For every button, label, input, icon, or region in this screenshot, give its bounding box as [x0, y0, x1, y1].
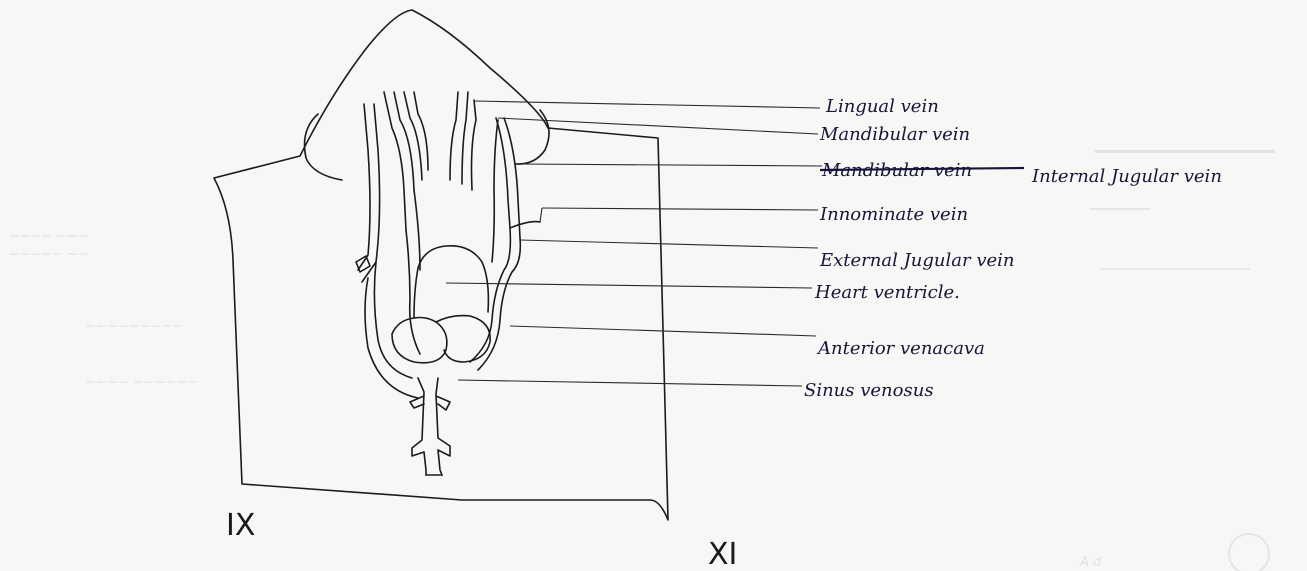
label-internal-jugular-vein: Internal Jugular vein	[1031, 166, 1222, 187]
svg-text:A d: A d	[1079, 555, 1102, 570]
label-mandibular-vein: Mandibular vein	[819, 124, 970, 145]
svg-text:~~~~~ ~~: ~~~~~ ~~	[8, 247, 88, 262]
bleed-through-marks: ~~~~ ~~~ ~~~~~ ~~ ~~~~~~~~~ ~~~~ ~~~~~~ …	[8, 150, 1275, 571]
labels: Lingual vein Mandibular vein Mandibular …	[804, 96, 1222, 401]
figure-number-left: IX	[226, 508, 255, 543]
label-external-jugular-vein: External Jugular vein	[819, 250, 1015, 271]
label-sinus-venosus: Sinus venosus	[804, 380, 934, 401]
label-innominate-vein: Innominate vein	[819, 204, 968, 225]
svg-text:~~~~~~~~~: ~~~~~~~~~	[85, 319, 183, 334]
svg-text:~~~~ ~~~: ~~~~ ~~~	[8, 229, 88, 244]
label-anterior-venacava: Anterior venacava	[816, 338, 985, 359]
figure-number-center: XI	[708, 537, 737, 571]
label-heart-ventricle: Heart ventricle.	[814, 282, 960, 303]
svg-text:~~~~ ~~~~~~: ~~~~ ~~~~~~	[85, 375, 198, 390]
specimen-outline	[214, 10, 668, 520]
label-lingual-vein: Lingual vein	[825, 96, 939, 117]
